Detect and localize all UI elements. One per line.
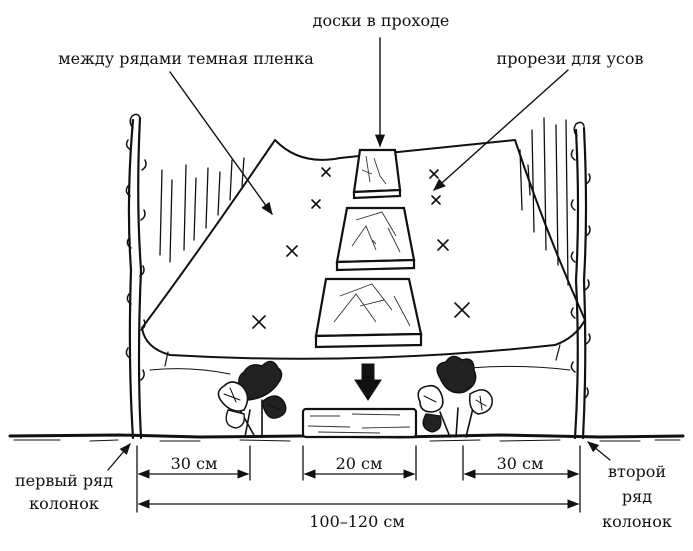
label-first-row-line1: первый ряд bbox=[15, 471, 113, 490]
label-first-row-of-posts: первый ряд колонок bbox=[15, 471, 113, 513]
label-boards-in-aisle: доски в проходе bbox=[313, 11, 450, 30]
strawberry-bush-right bbox=[417, 355, 493, 438]
film-slits bbox=[252, 167, 470, 329]
plank-near bbox=[314, 277, 423, 349]
dimension-lines bbox=[136, 445, 581, 513]
first-row-post bbox=[125, 113, 147, 440]
background-hatching bbox=[159, 117, 569, 286]
label-dim-left: 30 см bbox=[171, 454, 218, 473]
label-dim-right: 30 см bbox=[497, 454, 544, 473]
label-second-row-line3: колонок bbox=[602, 512, 672, 531]
aisle-board-section bbox=[301, 407, 418, 439]
label-slits-for-runners: прорези для усов bbox=[497, 49, 644, 68]
label-dark-film: между рядами темная пленка bbox=[58, 49, 314, 68]
plank-far bbox=[352, 148, 402, 200]
label-pointers bbox=[107, 37, 611, 471]
dark-film-sheet bbox=[141, 139, 586, 375]
second-row-post bbox=[570, 121, 591, 440]
label-dim-total: 100–120 см bbox=[309, 512, 405, 531]
down-arrow-icon bbox=[354, 363, 382, 401]
aisle-boards bbox=[314, 148, 423, 349]
plank-middle bbox=[335, 206, 416, 272]
label-dim-center: 20 см bbox=[336, 454, 383, 473]
label-second-row-line2: ряд bbox=[622, 487, 652, 506]
label-second-row-line1: второй bbox=[608, 462, 666, 481]
label-first-row-line2: колонок bbox=[29, 494, 99, 513]
label-second-row-of-posts: второй ряд колонок bbox=[602, 462, 672, 531]
strawberry-bush-left bbox=[217, 360, 287, 438]
